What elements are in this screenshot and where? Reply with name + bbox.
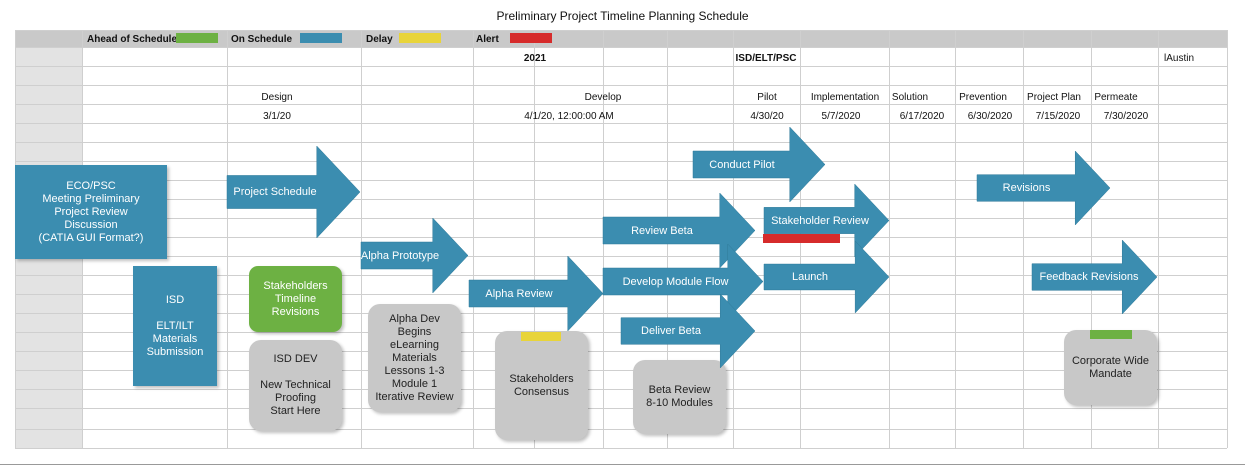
phase-implementation: Implementation <box>810 92 880 103</box>
corporate-ahead-tag <box>1090 330 1132 339</box>
consensus-delay-tag <box>521 332 561 341</box>
arrow-feedback-revisions <box>1031 239 1158 315</box>
legend-on-schedule-swatch <box>300 33 342 43</box>
arrow-project-schedule-label: Project Schedule <box>233 186 317 198</box>
arrow-shape <box>602 192 756 269</box>
legend-alert-label: Alert <box>476 34 499 45</box>
arrow-feedback-revisions-label: Feedback Revisions <box>1039 271 1139 283</box>
arrow-shape <box>602 243 764 320</box>
eco-psc-meeting-box: ECO/PSC Meeting Preliminary Project Revi… <box>15 165 167 259</box>
stakeholders-consensus-box: Stakeholders Consensus <box>495 331 588 440</box>
date-prevention: 6/30/2020 <box>967 111 1013 122</box>
arrow-develop-module-flow <box>602 243 764 320</box>
arrow-alpha-prototype <box>360 217 469 294</box>
legend-delay-swatch <box>399 33 441 43</box>
group-cell: ISD/ELT/PSC <box>735 53 797 64</box>
date-permeate: 7/30/2020 <box>1103 111 1149 122</box>
arrow-stakeholder-review <box>763 183 890 258</box>
corporate-mandate-box: Corporate Wide Mandate <box>1064 330 1157 405</box>
arrow-shape <box>620 293 756 369</box>
arrow-revisions <box>976 150 1111 226</box>
arrow-stakeholder-review-label: Stakeholder Review <box>771 214 869 227</box>
arrow-deliver-beta-label: Deliver Beta <box>641 325 701 337</box>
arrow-develop-module-flow-label: Develop Module Flow <box>622 275 729 288</box>
date-solution: 6/17/2020 <box>899 111 945 122</box>
isd-submission-box: ISD ELT/ILT Materials Submission <box>133 266 217 386</box>
phase-solution: Solution <box>891 92 929 103</box>
arrow-review-beta <box>602 192 756 269</box>
arrow-review-beta-label: Review Beta <box>631 224 693 237</box>
phase-develop: Develop <box>584 92 622 103</box>
date-design: 3/1/20 <box>263 111 291 122</box>
date-develop: 4/1/20, 12:00:00 AM <box>524 111 614 122</box>
arrow-conduct-pilot-label: Conduct Pilot <box>709 158 775 171</box>
arrow-deliver-beta <box>620 293 756 369</box>
arrow-shape <box>360 217 469 294</box>
isd-dev-box: ISD DEV New Technical Proofing Start Her… <box>249 340 342 431</box>
alpha-dev-box: Alpha Dev Begins eLearning Materials Les… <box>368 304 461 412</box>
legend-ahead-label: Ahead of Schedule <box>87 34 178 45</box>
phase-prevention: Prevention <box>959 92 1007 103</box>
phase-design: Design <box>261 92 293 103</box>
arrow-shape <box>226 145 361 239</box>
arrow-launch <box>763 240 890 314</box>
author-cell: lAustin <box>1164 53 1195 64</box>
arrow-shape <box>1031 239 1158 315</box>
arrow-conduct-pilot <box>692 126 826 203</box>
arrow-launch-label: Launch <box>791 271 829 283</box>
stakeholder-review-alert-tag <box>763 234 840 243</box>
arrow-alpha-prototype-label: Alpha Prototype <box>360 249 440 262</box>
phase-permeate: Permeate <box>1094 92 1138 103</box>
legend-delay-label: Delay <box>366 34 393 45</box>
phase-pilot: Pilot <box>757 92 777 103</box>
beta-review-box: Beta Review 8-10 Modules <box>633 360 726 434</box>
arrow-project-schedule <box>226 145 361 239</box>
arrow-shape <box>763 240 890 314</box>
date-project-plan: 7/15/2020 <box>1035 111 1081 122</box>
date-pilot: 4/30/20 <box>750 111 784 122</box>
stakeholders-timeline-box: Stakeholders Timeline Revisions <box>249 266 342 332</box>
legend-ahead-swatch <box>176 33 218 43</box>
legend-alert-swatch <box>510 33 552 43</box>
year-cell: 2021 <box>523 53 547 64</box>
arrow-shape <box>763 183 890 258</box>
arrow-shape <box>976 150 1111 226</box>
arrow-shape <box>692 126 826 203</box>
date-implementation: 5/7/2020 <box>821 111 861 122</box>
arrow-revisions-label: Revisions <box>1002 182 1051 194</box>
arrow-shape <box>468 255 604 332</box>
phase-project-plan: Project Plan <box>1027 92 1081 103</box>
legend-on-schedule-label: On Schedule <box>231 34 293 45</box>
page-title: Preliminary Project Timeline Planning Sc… <box>496 9 749 23</box>
arrow-alpha-review-label: Alpha Review <box>485 287 553 300</box>
arrow-alpha-review <box>468 255 604 332</box>
